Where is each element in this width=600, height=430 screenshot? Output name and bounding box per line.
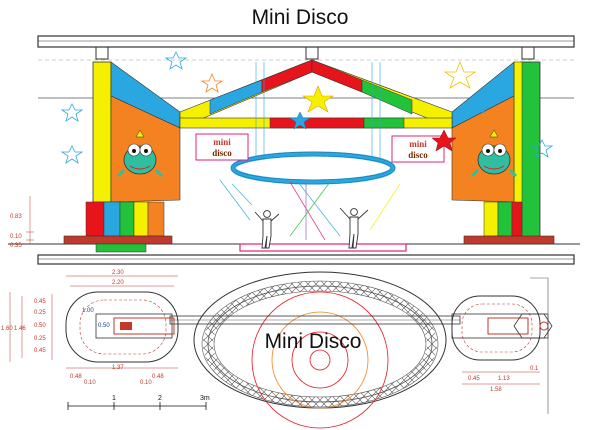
star-icon <box>443 60 477 89</box>
roof-arch <box>179 59 453 129</box>
star-icon <box>431 129 457 152</box>
light-beams <box>219 179 401 241</box>
elevation-dimensions: 0.83 0.10 0.35 <box>10 196 34 249</box>
dim-top-outer: 2.30 <box>112 270 124 276</box>
dim-r1: 0.45 <box>34 299 46 305</box>
right-plan-pod <box>451 277 553 414</box>
dim-bottom-b: 1.37 <box>112 365 124 371</box>
scale-1: 1 <box>112 395 116 402</box>
dim-bottom-a: 0.48 <box>70 374 82 380</box>
star-icon <box>466 95 490 114</box>
scale-2: 2 <box>158 395 162 402</box>
plan-title: Mini Disco <box>264 330 362 353</box>
stage-platform <box>239 243 407 252</box>
elev-dim-1: 0.83 <box>10 214 22 220</box>
mini-disco-sign-left: mini disco <box>195 133 249 161</box>
dim-bottom-c: 0.48 <box>152 374 164 380</box>
elev-dim-3: 0.35 <box>10 243 22 249</box>
dim-bottom-e: 0.10 <box>140 380 152 386</box>
hanging-wires <box>255 62 381 160</box>
star-icon <box>302 85 334 113</box>
mini-disco-sign-right: mini disco <box>391 135 445 163</box>
left-tower <box>63 61 181 253</box>
star-icon <box>60 103 84 122</box>
dim-r5: 0.45 <box>34 348 46 354</box>
plan-dimensions-right: 0.45 1.13 1.58 0.1 <box>462 366 540 393</box>
star-icon <box>289 111 311 130</box>
dim-r2: 0.25 <box>34 310 46 316</box>
dim-side-total: 1.60 <box>1 326 13 332</box>
sign-left-line1: mini <box>213 137 231 147</box>
frog-mascot-icon <box>470 129 518 178</box>
truss-ring-elevation <box>230 151 396 185</box>
elevation-title: Mini Disco <box>251 6 349 29</box>
dim-bottom-d: 0.10 <box>84 380 96 386</box>
concentric-rings <box>251 291 389 429</box>
dancer-figure <box>339 207 369 249</box>
plan-beam <box>169 315 461 325</box>
sign-right-line1: mini <box>409 139 427 149</box>
dim-right-c: 1.58 <box>490 387 502 393</box>
scale-3: 3m <box>200 395 210 402</box>
elev-dim-2: 0.10 <box>10 234 22 240</box>
dim-right-b: 1.13 <box>498 376 510 382</box>
scale-bar: 1 2 3m <box>67 395 210 410</box>
sign-right-line2: disco <box>408 150 428 160</box>
dancer-figure <box>254 210 280 249</box>
left-plan-pod <box>65 291 179 363</box>
star-icon <box>164 51 188 70</box>
dim-r3: 0.50 <box>34 323 46 329</box>
dim-inner-a: 1.00 <box>82 308 94 314</box>
sign-left-line2: disco <box>212 148 232 158</box>
star-icon <box>200 72 224 93</box>
plan-floor <box>193 271 447 409</box>
frog-mascot-icon <box>116 129 164 178</box>
dim-right-a: 0.45 <box>468 376 480 382</box>
star-icon <box>60 145 84 164</box>
dim-inner-b: 0.50 <box>98 323 110 329</box>
star-icon <box>530 139 554 158</box>
dim-r4: 0.25 <box>34 336 46 342</box>
dim-top-inner: 2.20 <box>112 280 124 286</box>
floor-line <box>8 243 580 265</box>
dim-side-inner: 1.46 <box>14 326 26 332</box>
dim-right-d: 0.1 <box>530 366 539 372</box>
plan-dimensions-left: 2.30 2.20 1.60 1.46 0.45 0.25 0.50 0.25 … <box>1 270 178 386</box>
